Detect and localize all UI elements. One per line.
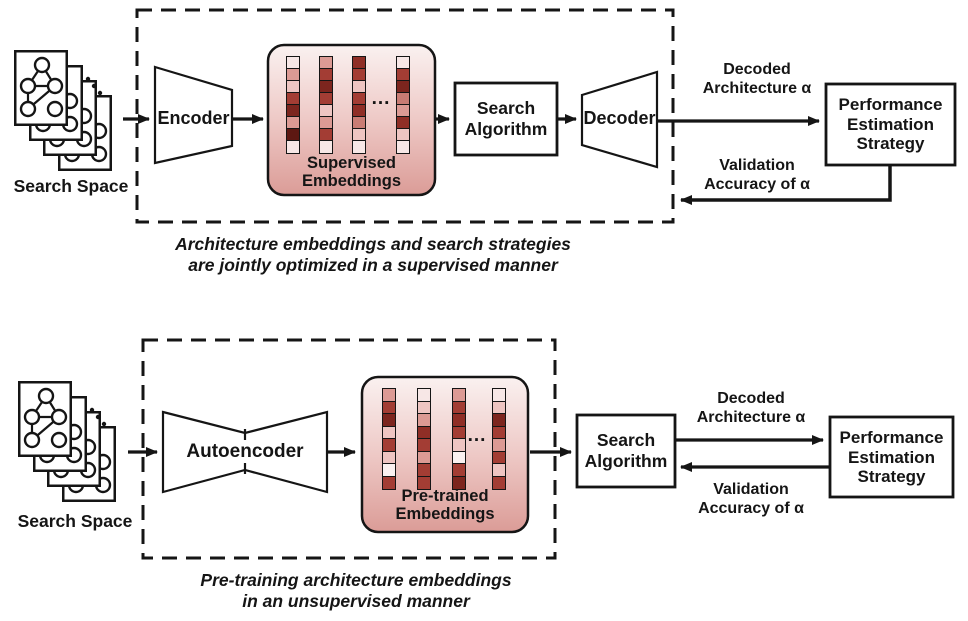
embedding-cell — [396, 140, 410, 154]
validation-line2: Accuracy of α — [704, 176, 810, 193]
decoder-shape — [580, 70, 659, 169]
search-algorithm-line2: Algorithm — [584, 451, 668, 471]
caption-bottom: Pre-training architecture embeddings in … — [146, 570, 566, 612]
caption-top-line2: are jointly optimized in a supervised ma… — [188, 255, 558, 275]
validation-line2: Accuracy of α — [698, 500, 804, 517]
supervised-dashed-boundary — [135, 8, 675, 224]
decoded-line2: Architecture α — [696, 409, 806, 426]
embedding-vector-column — [452, 388, 466, 490]
performance-line3: Strategy — [857, 467, 926, 486]
performance-label-top: Performance Estimation Strategy — [826, 95, 955, 154]
embedding-vector-column — [492, 388, 506, 490]
caption-bottom-line2: in an unsupervised manner — [242, 591, 470, 611]
embedding-cell — [417, 475, 431, 490]
caption-bottom-line1: Pre-training architecture embeddings — [200, 570, 512, 590]
embedding-cell — [382, 475, 396, 490]
pretrained-embeddings-label: Pre-trained Embeddings — [362, 487, 528, 523]
supervised-embeddings-line1: Supervised — [307, 154, 396, 172]
ellipsis-dots-icon — [89, 407, 107, 427]
supervised-embeddings-label: Supervised Embeddings — [268, 154, 435, 190]
validation-line1: Validation — [713, 481, 789, 498]
search-space-label-bottom: Search Space — [17, 511, 133, 531]
search-algorithm-line1: Search — [596, 430, 656, 450]
decoded-line1: Decoded — [723, 61, 791, 78]
embedding-vector-column — [286, 56, 300, 154]
search-algorithm-label-bottom: Search Algorithm — [577, 430, 675, 472]
performance-box-top — [824, 82, 957, 167]
search-space-card — [15, 51, 67, 125]
embedding-ellipsis-bottom: ... — [467, 425, 487, 446]
validation-line1: Validation — [719, 157, 795, 174]
search-space-stack-top — [15, 51, 111, 170]
embedding-vector-column — [396, 56, 410, 154]
performance-line1: Performance — [839, 428, 944, 447]
validation-accuracy-label-top: Validation Accuracy of α — [692, 156, 822, 194]
encoder-shape — [153, 65, 234, 165]
decoded-line2: Architecture α — [702, 80, 812, 97]
decoded-line1: Decoded — [717, 390, 785, 407]
pretrained-embeddings-line2: Embeddings — [395, 505, 495, 523]
embedding-cell — [492, 475, 506, 490]
search-space-card — [19, 382, 71, 456]
ellipsis-dots-icon — [85, 76, 103, 96]
performance-box-bottom — [828, 415, 955, 499]
search-space-stack-bottom — [19, 382, 115, 501]
embedding-vector-column — [382, 388, 396, 490]
embedding-cell — [352, 140, 366, 154]
search-algorithm-box-bottom — [575, 413, 677, 489]
unsupervised-dashed-boundary — [141, 338, 557, 560]
performance-line2: Estimation — [847, 114, 934, 134]
performance-label-bottom: Performance Estimation Strategy — [830, 428, 953, 487]
supervised-embeddings-box — [266, 43, 437, 197]
caption-top: Architecture embeddings and search strat… — [123, 234, 623, 276]
arrow-validation-feedback-top — [680, 165, 892, 205]
caption-top-line1: Architecture embeddings and search strat… — [175, 234, 571, 254]
performance-line3: Strategy — [856, 134, 925, 153]
embedding-vector-column — [319, 56, 333, 154]
search-algorithm-line2: Algorithm — [464, 119, 548, 139]
search-algorithm-line1: Search — [476, 98, 536, 118]
embedding-ellipsis-top: ... — [371, 88, 391, 109]
embedding-cell — [286, 140, 300, 154]
embedding-cell — [319, 140, 333, 154]
decoder-label: Decoder — [583, 108, 656, 128]
autoencoder-label: Autoencoder — [186, 441, 304, 462]
decoded-architecture-label-top: Decoded Architecture α — [692, 60, 822, 98]
embedding-vector-column — [352, 56, 366, 154]
search-algorithm-label-top: Search Algorithm — [455, 98, 557, 140]
pretrained-embeddings-line1: Pre-trained — [401, 487, 489, 505]
validation-accuracy-label-bottom: Validation Accuracy of α — [686, 480, 816, 518]
performance-line1: Performance — [838, 95, 943, 114]
supervised-embeddings-line2: Embeddings — [301, 172, 401, 190]
encoder-label: Encoder — [157, 108, 230, 128]
embedding-cell — [452, 475, 466, 490]
performance-line2: Estimation — [848, 447, 935, 467]
decoded-architecture-label-bottom: Decoded Architecture α — [686, 389, 816, 427]
pretrained-embeddings-box — [360, 375, 530, 534]
search-space-label-top: Search Space — [13, 176, 129, 196]
embedding-vector-column — [417, 388, 431, 490]
